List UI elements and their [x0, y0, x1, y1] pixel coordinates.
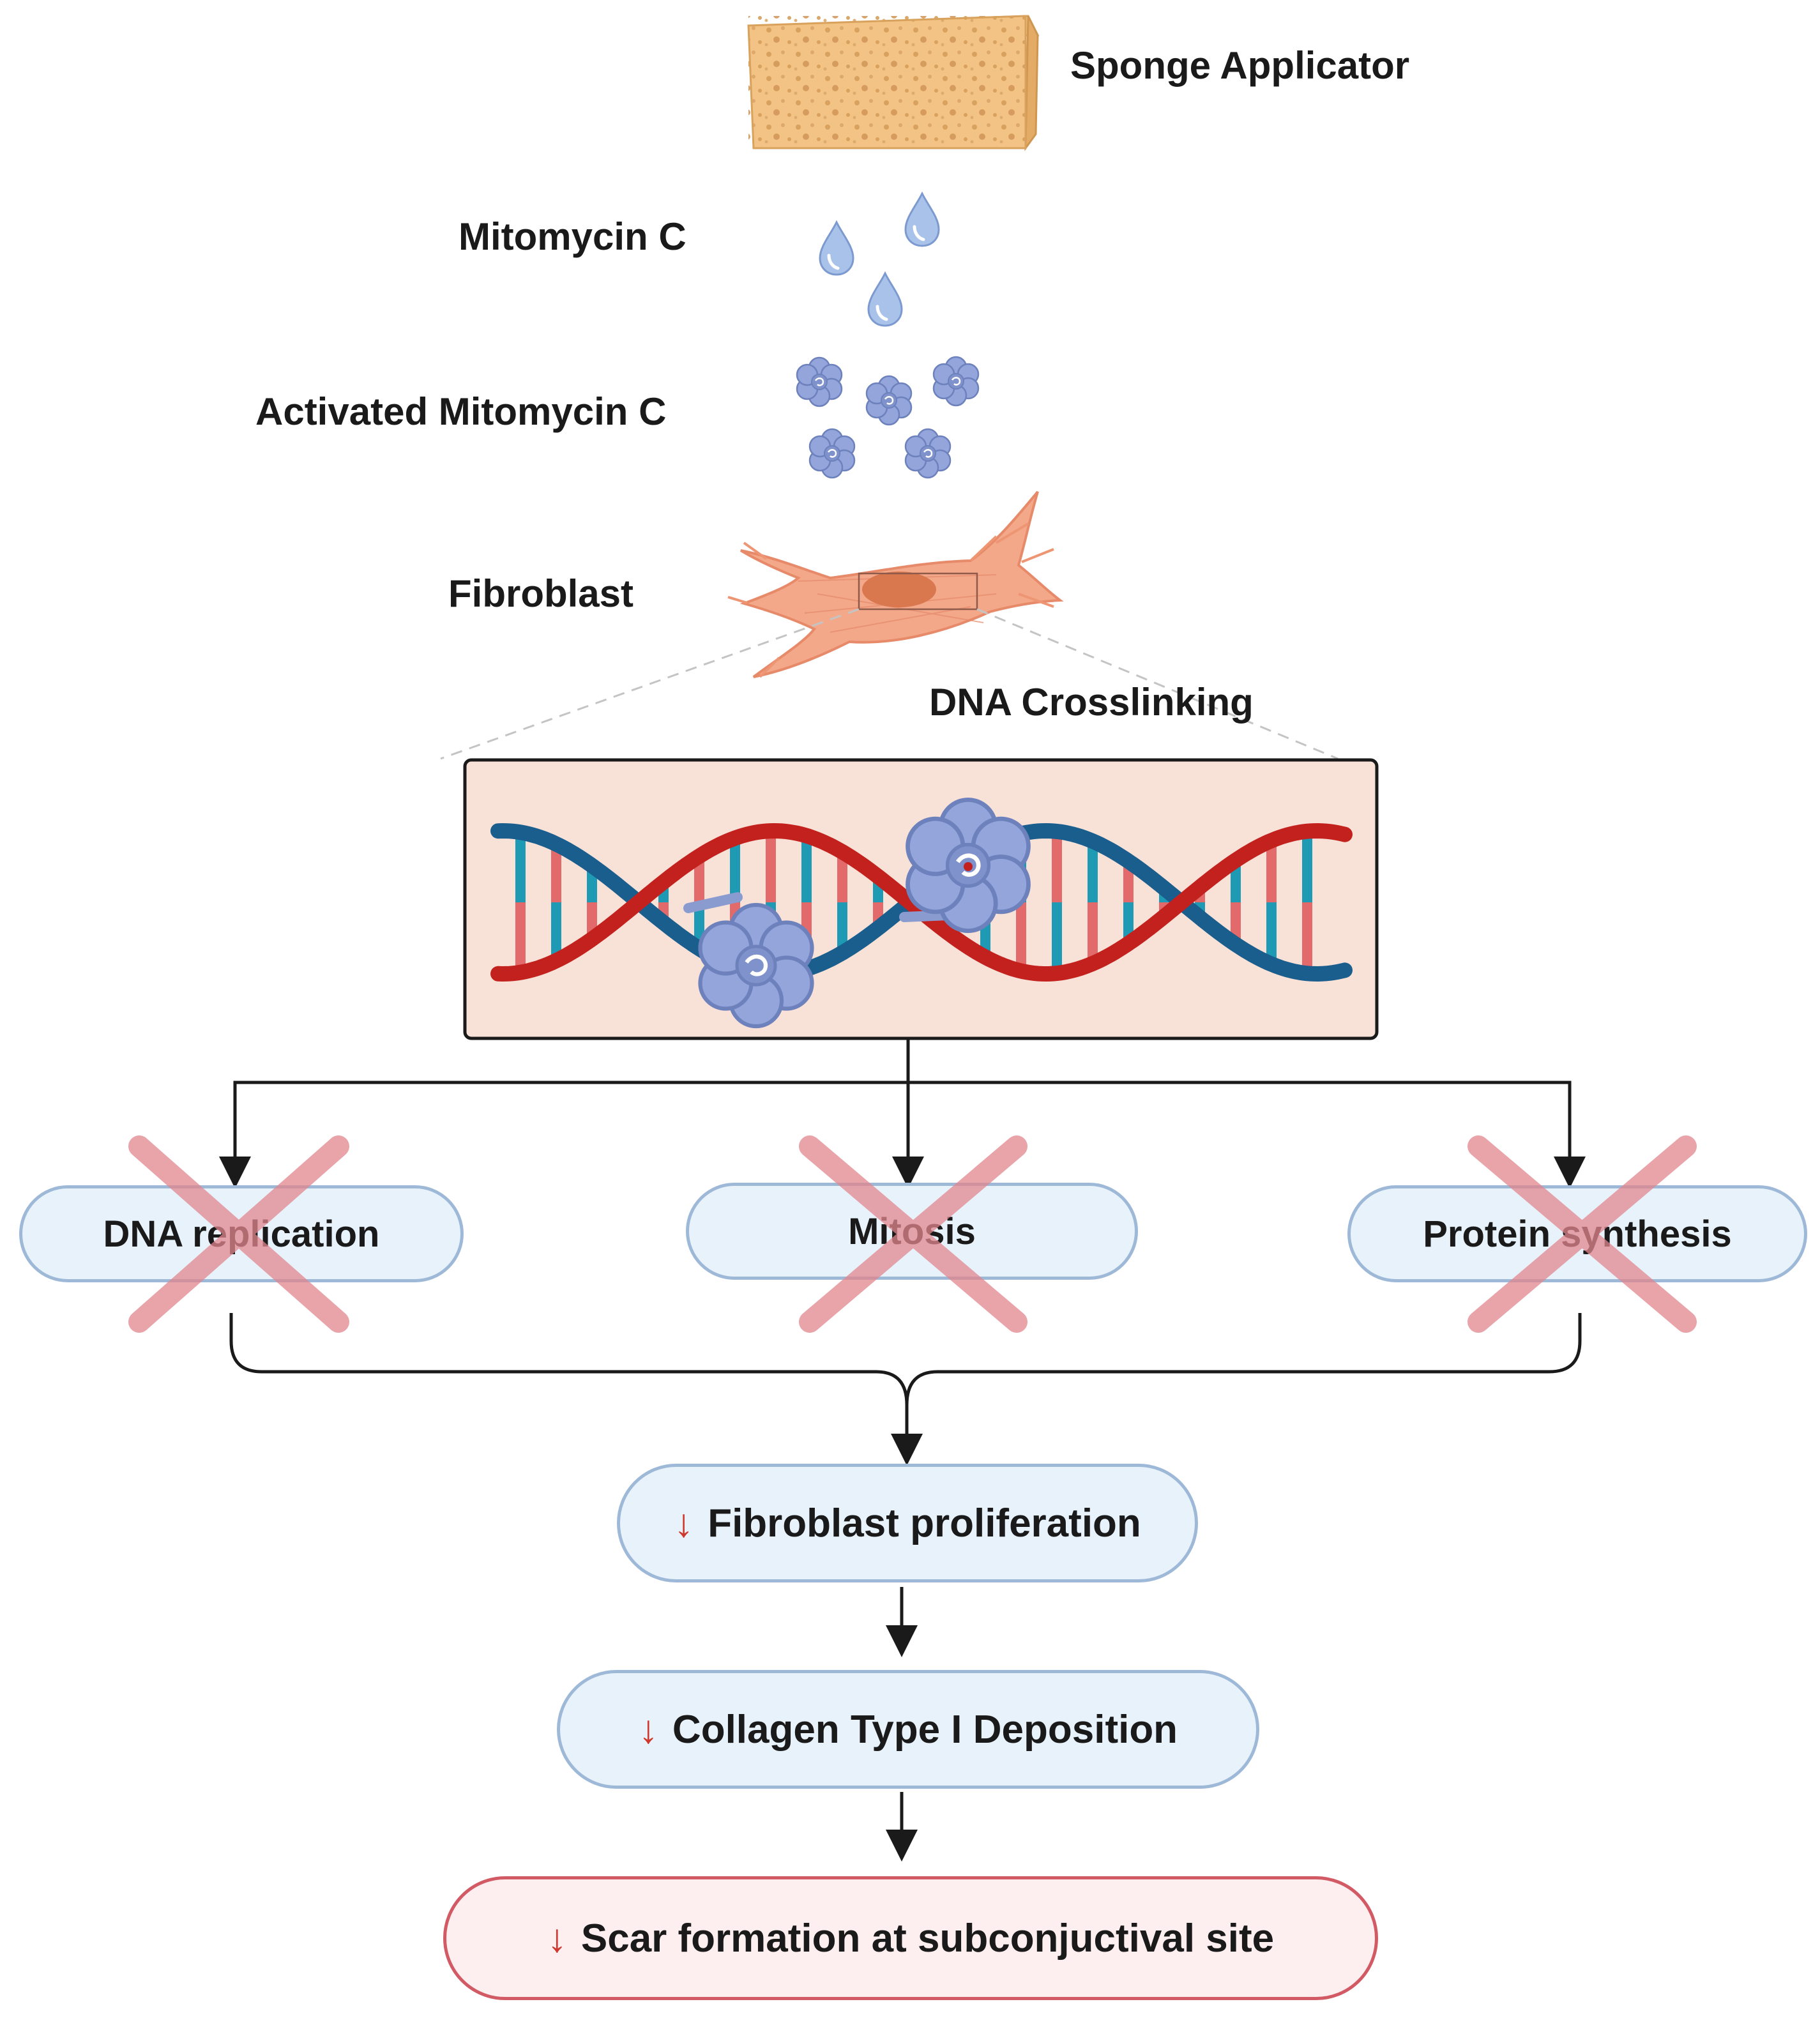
dna-crosslinking-label: DNA Crosslinking — [929, 681, 1254, 724]
branch-arrows — [219, 1038, 1586, 1188]
fibroblast-cell-icon — [727, 490, 1064, 678]
activated-mitomycin-c-label: Activated Mitomycin C — [255, 390, 667, 433]
outcome-label: Scar formation at subconjuctival site — [580, 1916, 1275, 1961]
zoom-line — [440, 608, 860, 760]
decrease-arrow-icon: ↓ — [638, 1707, 658, 1752]
converge-connector — [229, 1313, 1582, 1466]
zoom-line — [976, 608, 1338, 760]
outcome-label: Collagen Type I Deposition — [672, 1707, 1178, 1752]
mitomycin-c-label: Mitomycin C — [459, 215, 686, 258]
crosslink-bar — [899, 910, 953, 922]
dna-crosslinking-panel — [463, 758, 1379, 1040]
outcome-scar-formation: ↓ Scar formation at subconjuctival site — [443, 1876, 1378, 2000]
crosslink-bar — [683, 892, 743, 913]
cross-mark-icon — [1467, 1135, 1697, 1333]
cross-mark-icon — [799, 1135, 1028, 1333]
decrease-arrow-icon: ↓ — [674, 1501, 694, 1545]
sponge-applicator-label: Sponge Applicator — [1070, 44, 1410, 87]
sponge-icon — [747, 15, 1040, 151]
outcome-collagen-deposition: ↓ Collagen Type I Deposition — [557, 1670, 1259, 1789]
decrease-arrow-icon: ↓ — [547, 1916, 567, 1961]
fibroblast-label: Fibroblast — [448, 572, 634, 615]
outcome-fibroblast-proliferation: ↓ Fibroblast proliferation — [617, 1464, 1198, 1582]
outcome-label: Fibroblast proliferation — [708, 1501, 1141, 1545]
cross-mark-icon — [128, 1135, 349, 1333]
